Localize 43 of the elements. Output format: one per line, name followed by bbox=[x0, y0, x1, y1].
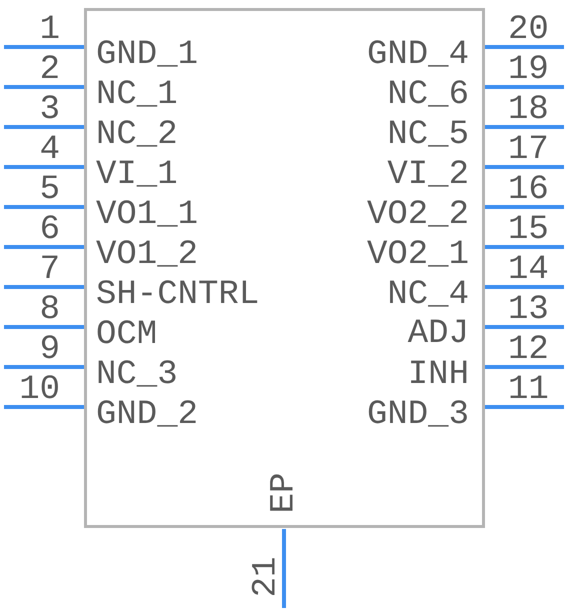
pin-name: NC_4 bbox=[387, 278, 469, 312]
pin-number: 9 bbox=[40, 333, 60, 367]
pin-number: 17 bbox=[508, 133, 549, 167]
pin-name: SH-CNTRL bbox=[96, 278, 260, 312]
pin-number: 11 bbox=[508, 373, 549, 407]
pin-name: NC_5 bbox=[387, 118, 469, 152]
pin-number: 15 bbox=[508, 213, 549, 247]
pin-name: NC_1 bbox=[96, 78, 178, 112]
pin-number: 16 bbox=[508, 173, 549, 207]
pin-name: NC_2 bbox=[96, 118, 178, 152]
pin-number: 7 bbox=[40, 253, 60, 287]
pin-number: 5 bbox=[40, 173, 60, 207]
pin-number: 6 bbox=[40, 213, 60, 247]
pin-name: GND_3 bbox=[366, 398, 469, 432]
pin-name: VO1_2 bbox=[96, 238, 198, 272]
pin-name: VI_2 bbox=[387, 158, 469, 192]
pin-name: VO2_2 bbox=[366, 198, 469, 232]
pin-number: 21 bbox=[248, 556, 283, 598]
pin-number: 3 bbox=[40, 93, 60, 127]
pin-name: OCM bbox=[96, 318, 158, 352]
pin-name: GND_4 bbox=[366, 38, 469, 72]
chip-body bbox=[84, 8, 485, 528]
pin-number: 13 bbox=[508, 293, 549, 327]
pin-number: 4 bbox=[40, 133, 60, 167]
pin-number: 10 bbox=[19, 373, 60, 407]
pin-number: 8 bbox=[40, 293, 60, 327]
pin-name: NC_6 bbox=[387, 78, 469, 112]
pin-number: 19 bbox=[508, 53, 549, 87]
pin-number: 14 bbox=[508, 253, 549, 287]
pin-name: NC_3 bbox=[96, 358, 178, 392]
pin-number: 20 bbox=[508, 13, 549, 47]
pin-number: 1 bbox=[40, 13, 60, 47]
pin-number: 18 bbox=[508, 93, 549, 127]
pin-number: 2 bbox=[40, 53, 60, 87]
pin-name: VO2_1 bbox=[366, 238, 469, 272]
pin-name: GND_2 bbox=[96, 398, 198, 432]
pin-name: GND_1 bbox=[96, 38, 198, 72]
pin-name: EP bbox=[266, 472, 301, 514]
pin-name: INH bbox=[408, 358, 469, 392]
pin-name: ADJ bbox=[408, 317, 469, 351]
pin-name: VO1_1 bbox=[96, 198, 198, 232]
pin-name: VI_1 bbox=[96, 158, 178, 192]
pin-number: 12 bbox=[508, 333, 549, 367]
